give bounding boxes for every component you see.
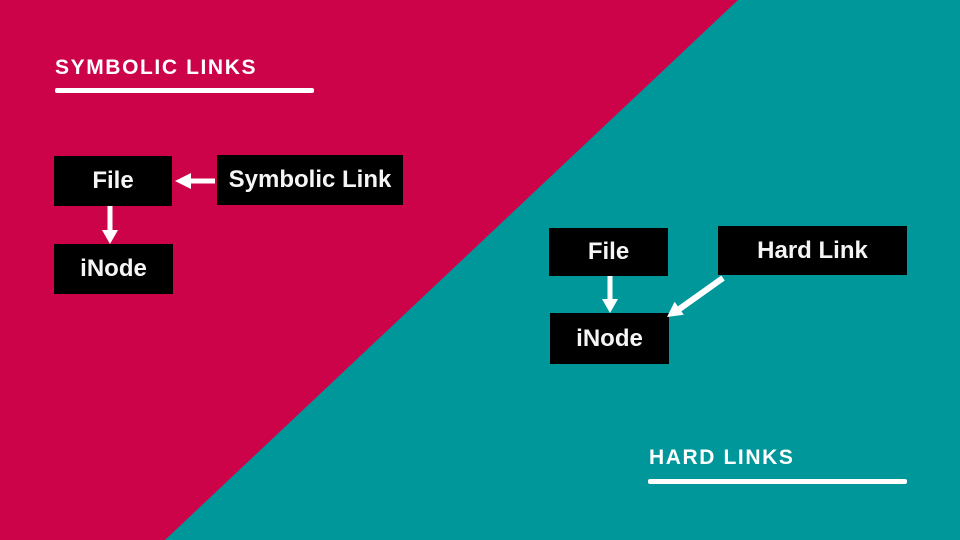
symbolic-links-section-title: SYMBOLIC LINKS xyxy=(55,56,258,79)
node-inode-symbolic: iNode xyxy=(54,244,173,294)
arrow-symbolic-link-to-file xyxy=(175,173,215,189)
hard-links-section-title: HARD LINKS xyxy=(649,446,795,469)
symbolic-links-title-underline xyxy=(55,88,314,93)
node-file-hard: File xyxy=(549,228,668,276)
arrow-file-to-inode-symbolic xyxy=(102,206,118,244)
node-file-symbolic: File xyxy=(54,156,172,206)
node-inode-hard: iNode xyxy=(550,313,669,364)
node-symbolic-link: Symbolic Link xyxy=(217,155,403,205)
hard-links-title-underline xyxy=(648,479,907,484)
node-hard-link: Hard Link xyxy=(718,226,907,275)
